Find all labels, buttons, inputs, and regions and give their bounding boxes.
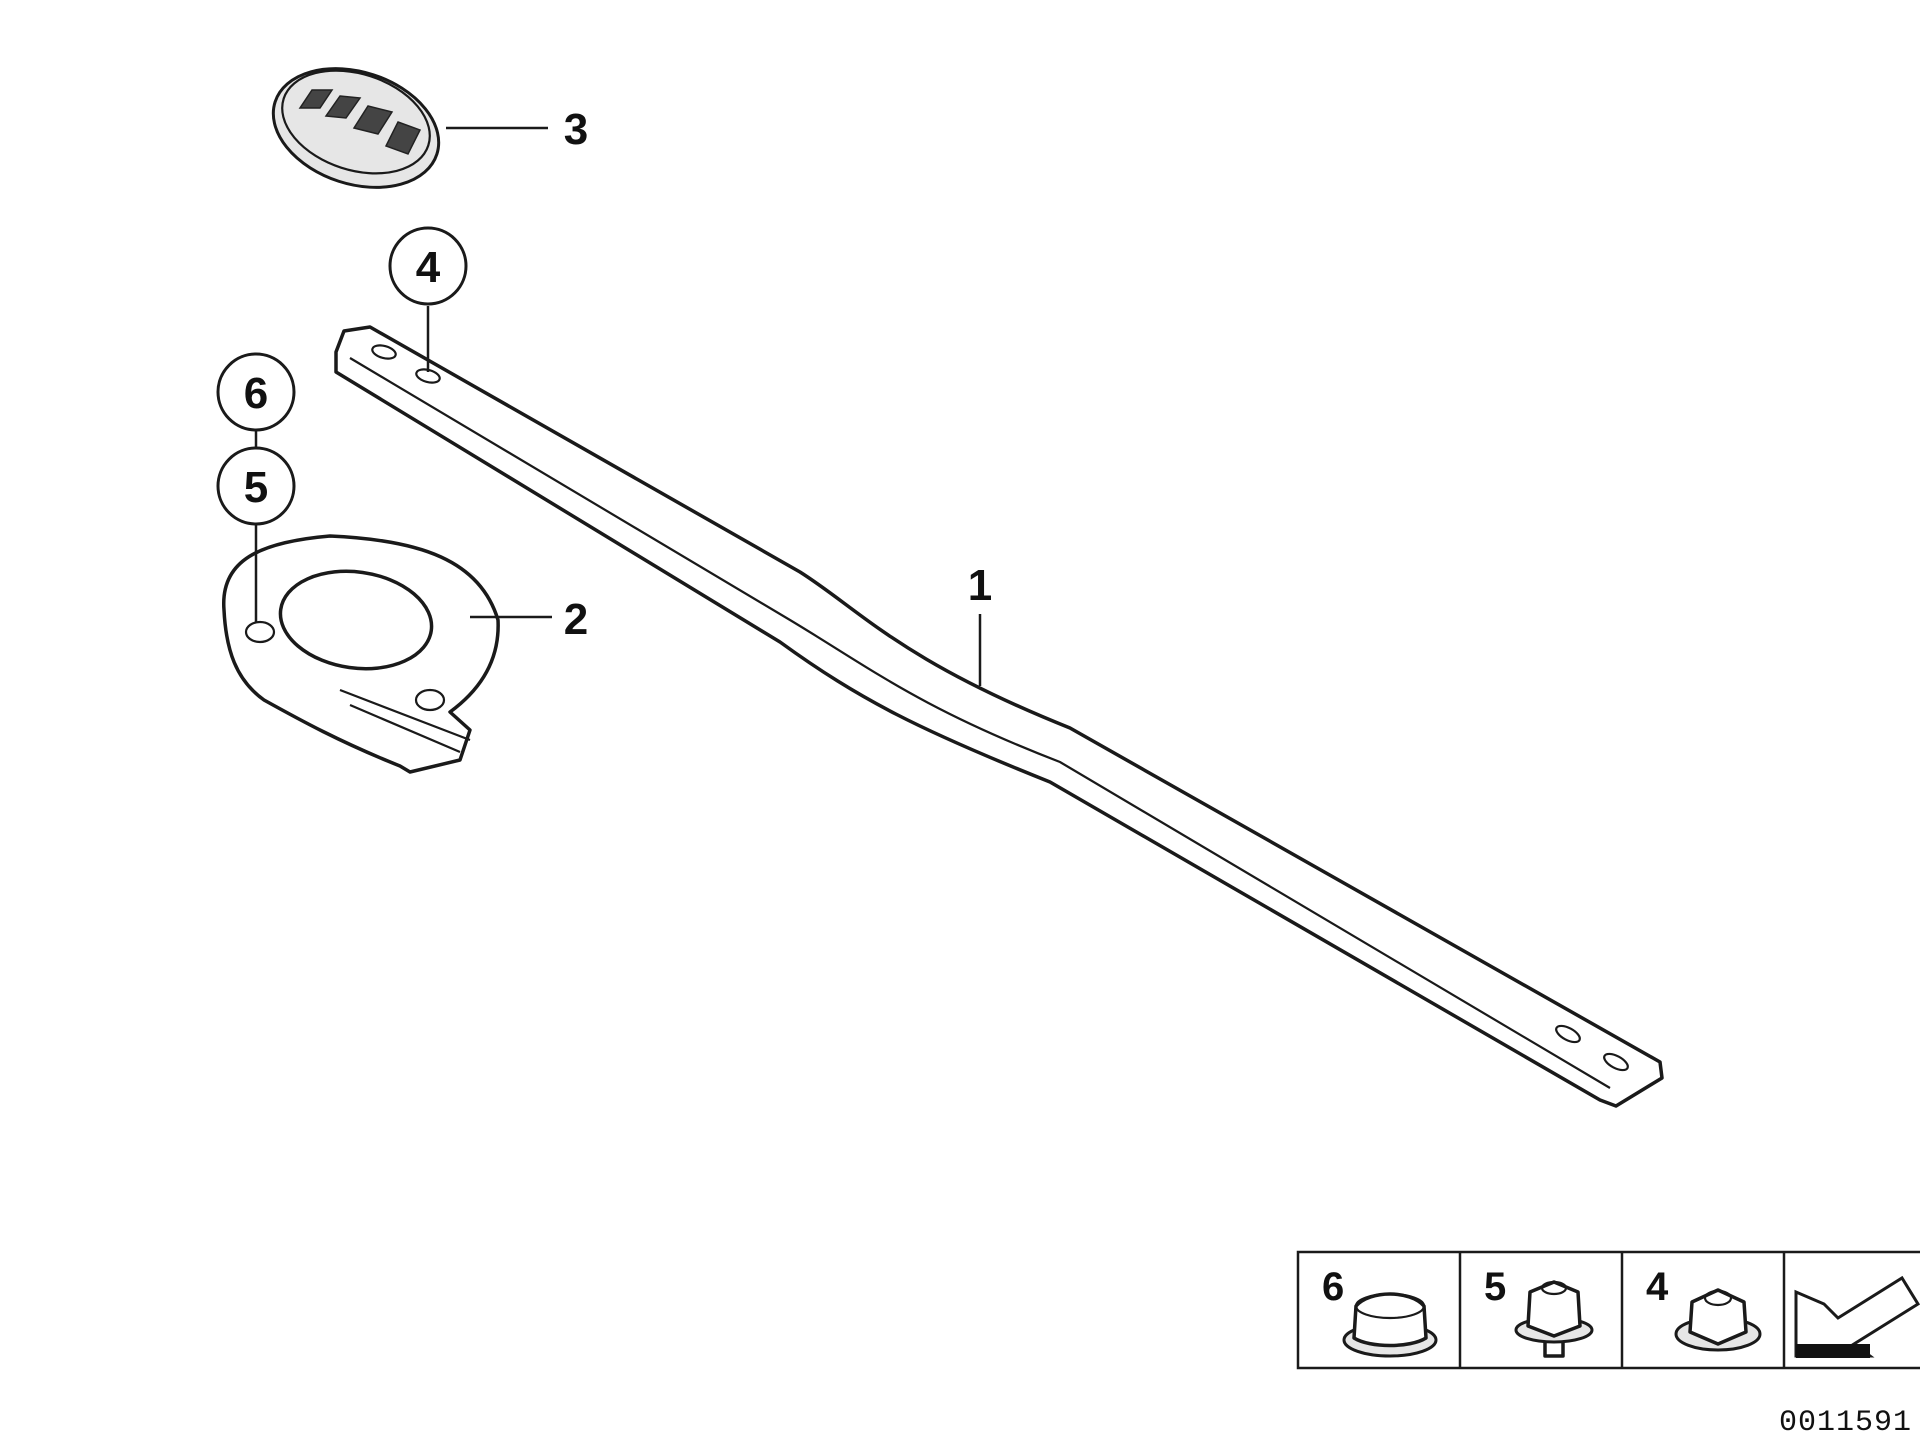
callout-number-5: 5 xyxy=(244,463,268,512)
legend-label-4: 4 xyxy=(1646,1265,1669,1309)
m-logo-icon xyxy=(298,89,422,155)
callout-number-6: 6 xyxy=(244,369,268,418)
strap-brace-part xyxy=(334,325,1664,1108)
legend-label-6: 6 xyxy=(1322,1265,1344,1309)
flange-nut-icon xyxy=(1674,1288,1762,1352)
direction-arrow-icon xyxy=(1794,1275,1920,1358)
callout-number-3: 3 xyxy=(564,105,588,154)
diagram-reference-code: 0011591 xyxy=(1779,1406,1912,1440)
emblem-cap-part xyxy=(271,67,441,189)
mount-plate-part xyxy=(222,534,500,774)
cap-icon xyxy=(1342,1292,1438,1358)
callout-number-4: 4 xyxy=(416,243,441,292)
callout-circle-6 xyxy=(216,352,296,432)
callout-number-1: 1 xyxy=(968,561,992,610)
callout-circle-4 xyxy=(388,226,468,306)
legend-label-5: 5 xyxy=(1484,1265,1506,1309)
legend-strip: 6 5 4 xyxy=(1296,1250,1920,1370)
flange-bolt-icon xyxy=(1514,1280,1594,1358)
callout-number-2: 2 xyxy=(564,595,588,644)
callout-circle-5 xyxy=(216,446,296,526)
